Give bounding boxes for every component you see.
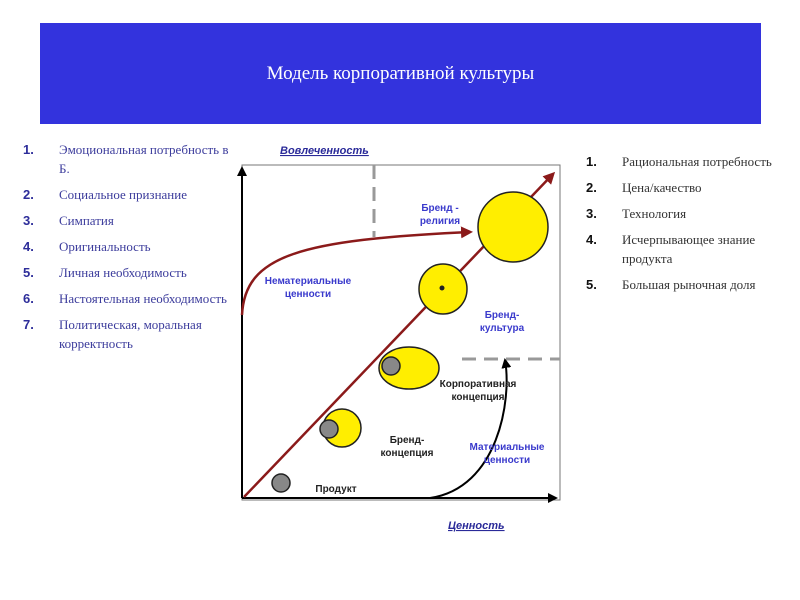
list-item: 6. Настоятельная необходимость: [23, 289, 233, 308]
list-number: 2.: [586, 180, 597, 195]
list-text: Эмоциональная потребность в Б.: [59, 142, 229, 176]
title-banner: Модель корпоративной культуры: [40, 23, 761, 124]
list-text: Настоятельная необходимость: [59, 291, 227, 306]
list-number: 6.: [23, 291, 34, 306]
label-line: Бренд-: [485, 310, 520, 321]
list-item: 4. Исчерпывающее знание продукта: [586, 230, 796, 268]
list-text: Оригинальность: [59, 239, 151, 254]
list-text: Рациональная потребность: [622, 154, 772, 169]
page-title: Модель корпоративной культуры: [266, 62, 535, 84]
label-line: концепция: [452, 392, 505, 403]
label-brand-concept: Бренд- концепция: [381, 435, 434, 459]
list-number: 3.: [23, 213, 34, 228]
label-line: ценности: [285, 289, 331, 300]
list-text: Социальное признание: [59, 187, 187, 202]
label-line: Материальные: [470, 442, 545, 453]
list-number: 7.: [23, 317, 34, 332]
list-item: 2. Социальное признание: [23, 185, 233, 204]
list-text: Исчерпывающее знание продукта: [622, 232, 756, 266]
list-number: 3.: [586, 206, 597, 221]
label-intangible-values: Нематериальные ценности: [265, 276, 352, 300]
list-number: 1.: [586, 154, 597, 169]
list-item: 7. Политическая, моральная корректность: [23, 315, 233, 353]
label-line: ценности: [484, 455, 530, 466]
list-item: 2. Цена/качество: [586, 178, 796, 197]
list-item: 4. Оригинальность: [23, 237, 233, 256]
label-corporate-concept: Корпоративная концепция: [440, 379, 517, 403]
label-material-values: Материальные ценности: [470, 442, 545, 466]
list-number: 4.: [23, 239, 34, 254]
product-circle: [271, 473, 291, 493]
label-brand-religion: Бренд - религия: [420, 203, 460, 227]
brand-religion-circle: [477, 191, 549, 263]
list-text: Цена/качество: [622, 180, 702, 195]
list-number: 5.: [586, 277, 597, 292]
label-line: Бренд -: [421, 203, 458, 214]
rational-factors-list: 1. Рациональная потребность 2. Цена/качеств…: [586, 152, 796, 301]
y-axis-label: Вовлеченность: [280, 145, 369, 157]
list-text: Большая рыночная доля: [622, 277, 756, 292]
list-number: 1.: [23, 142, 34, 157]
label-line: Корпоративная: [440, 379, 517, 390]
label-line: культура: [480, 323, 525, 334]
list-item: 5. Личная необходимость: [23, 263, 233, 282]
list-number: 2.: [23, 187, 34, 202]
list-item: 3. Симпатия: [23, 211, 233, 230]
label-line: религия: [420, 216, 460, 227]
intangible-curve-arrow: [240, 226, 473, 316]
brand-culture-core: [439, 285, 445, 291]
corporate-concept-core: [381, 356, 401, 376]
x-axis-label: Ценность: [448, 520, 505, 532]
emotional-factors-list: 1. Эмоциональная потребность в Б. 2. Социал…: [23, 140, 233, 360]
list-text: Технология: [622, 206, 687, 221]
list-number: 5.: [23, 265, 34, 280]
list-item: 1. Эмоциональная потребность в Б.: [23, 140, 233, 178]
list-number: 4.: [586, 232, 597, 247]
label-line: концепция: [381, 448, 434, 459]
label-line: Нематериальные: [265, 276, 352, 287]
brand-concept-core: [319, 419, 339, 439]
label-brand-culture: Бренд- культура: [480, 310, 525, 334]
list-item: 5. Большая рыночная доля: [586, 275, 796, 294]
material-curve-arrow: [429, 358, 512, 499]
list-text: Политическая, моральная корректность: [59, 317, 202, 351]
label-product: Продукт: [315, 484, 356, 495]
list-text: Симпатия: [59, 213, 114, 228]
list-text: Личная необходимость: [59, 265, 187, 280]
list-item: 3. Технология: [586, 204, 796, 223]
label-line: Бренд-: [390, 435, 425, 446]
list-item: 1. Рациональная потребность: [586, 152, 796, 171]
